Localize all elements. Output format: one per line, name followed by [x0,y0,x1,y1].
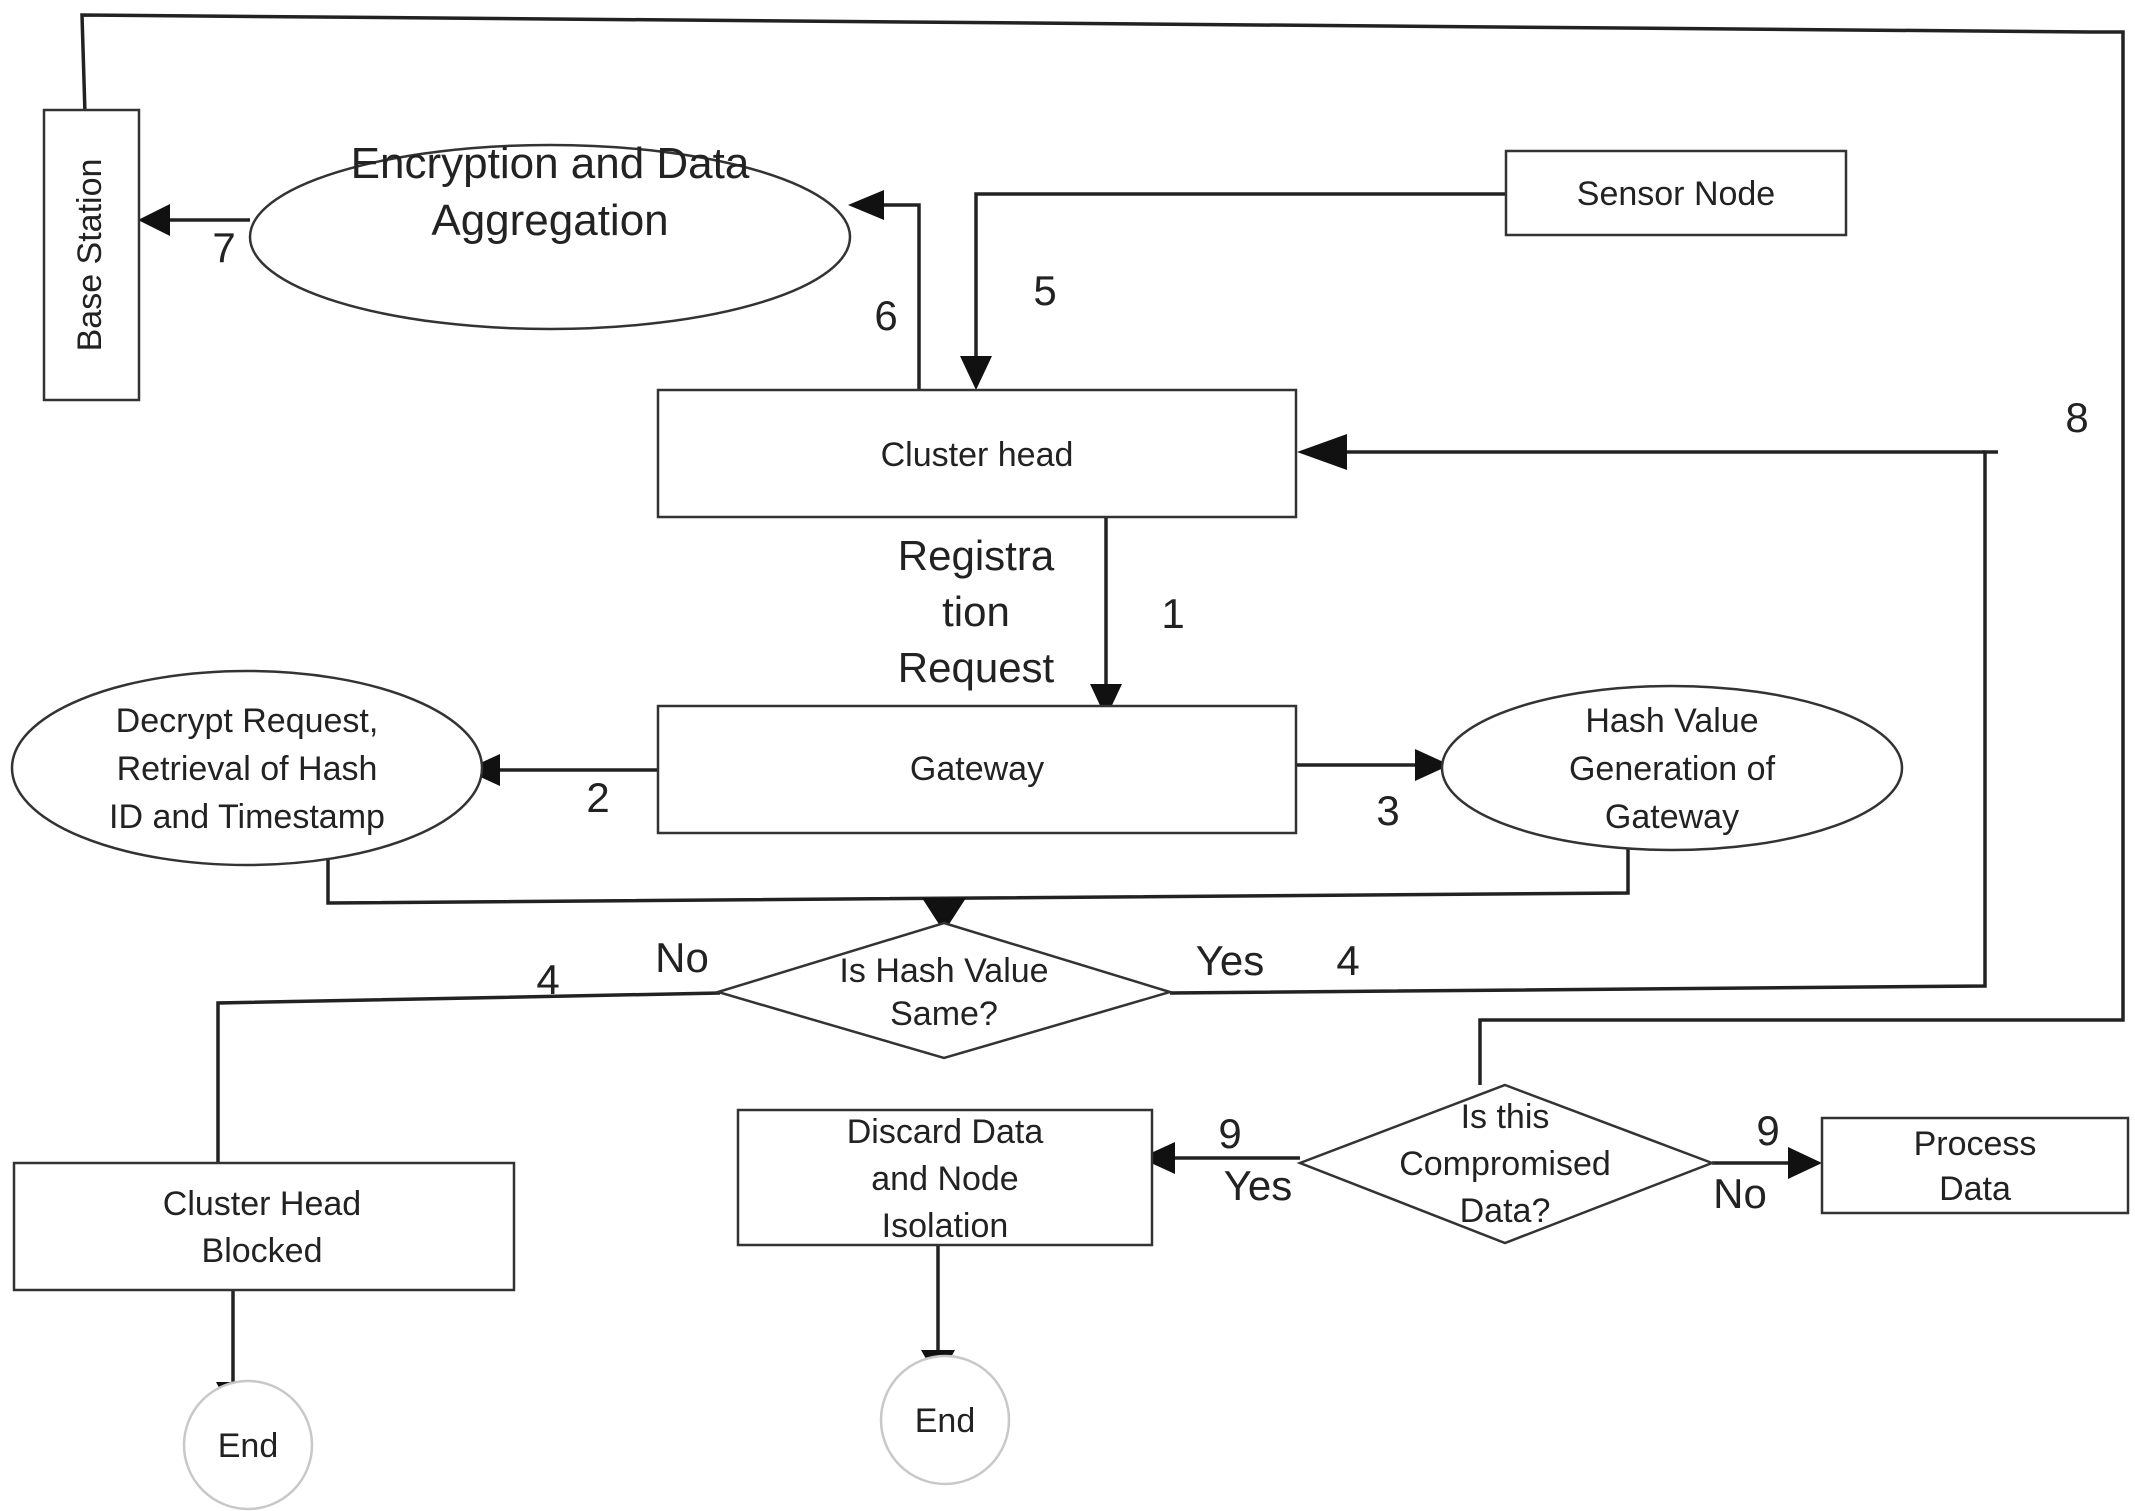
registration-request-line-2: tion [942,588,1010,635]
arrowhead-9-no [1788,1147,1822,1179]
edge-label-5: 5 [1033,267,1056,314]
edge-5-line [974,192,1506,360]
edge-label-8: 8 [2065,394,2088,441]
process-data-label-2: Data [1939,1170,2011,1208]
hash-gen-ellipse [1440,684,1904,852]
end-left-label: End [218,1427,279,1465]
discard-box [736,1108,1154,1247]
end-mid-label: End [915,1402,976,1440]
merge-line [326,838,1630,905]
arrowhead-6 [848,190,884,220]
edge-label-no-comp: No [1713,1170,1767,1217]
encryption-ellipse [248,143,852,331]
edge-label-2: 2 [586,774,609,821]
base-station-box [42,108,141,402]
decision-compromised-diamond [1296,1083,1716,1245]
decrypt-ellipse [10,669,484,867]
registration-request-line-1: Registra [898,532,1055,579]
edge-label-9-yes: 9 [1218,1110,1241,1157]
arrowhead-4-yes [1297,434,1347,470]
edge-label-7: 7 [212,224,235,271]
registration-request-line-3: Request [898,644,1055,691]
decrypt-label-3: ID and Timestamp [109,798,385,836]
discard-label-3: Isolation [882,1207,1009,1245]
arrowhead-9-yes [1140,1142,1175,1174]
cluster-blocked-box [12,1161,516,1292]
encryption-label-1: Encryption and Data [351,139,750,188]
arrowhead-5 [960,356,992,390]
decrypt-label-2: Retrieval of Hash [117,750,378,788]
sensor-node-box [1504,149,1848,237]
decision-compromised-label-3: Data? [1460,1192,1551,1230]
end-circle-mid [879,1354,1011,1486]
arrowhead-merge [922,898,966,932]
edge-label-4-yes: 4 [1336,937,1359,984]
cluster-head-box [656,388,1298,519]
edge-4-yes-line [1169,450,1998,995]
decision-compromised-label-2: Compromised [1399,1145,1611,1183]
decision-hash-diamond [713,921,1175,1060]
edge-8-line [80,13,2125,1085]
edge-label-yes-comp: Yes [1224,1162,1293,1209]
hash-gen-label-3: Gateway [1605,798,1739,836]
sensor-node-label: Sensor Node [1577,175,1775,213]
cluster-blocked-label-1: Cluster Head [163,1185,361,1223]
edge-4-no-line [216,991,721,1168]
edge-label-9-no: 9 [1756,1107,1779,1154]
cluster-head-label: Cluster head [881,436,1074,474]
discard-label-2: and Node [871,1160,1018,1198]
arrowhead-1 [1090,684,1122,718]
encryption-label-2: Aggregation [431,196,668,245]
edge-6-line [880,203,921,390]
hash-gen-label-1: Hash Value [1585,702,1758,740]
process-data-box [1820,1116,2130,1215]
decision-compromised-label-1: Is this [1461,1098,1550,1136]
process-data-label-1: Process [1914,1125,2037,1163]
discard-label-1: Discard Data [847,1113,1044,1151]
gateway-box [656,704,1298,835]
edge-label-4-no: 4 [536,956,559,1003]
edge-label-3: 3 [1376,787,1399,834]
decision-hash-label-2: Same? [890,995,998,1033]
cluster-blocked-label-2: Blocked [202,1232,323,1270]
edge-label-no-hash: No [655,934,709,981]
decrypt-label-1: Decrypt Request, [116,702,379,740]
arrowhead-7 [138,204,170,236]
end-circle-left [182,1379,314,1511]
decision-hash-label-1: Is Hash Value [839,952,1048,990]
gateway-label: Gateway [910,750,1044,788]
hash-gen-label-2: Generation of [1569,750,1776,788]
edge-label-1: 1 [1161,590,1184,637]
arrowhead-3 [1415,749,1450,781]
base-station-label: Base Station [71,159,109,352]
edge-label-yes-hash: Yes [1196,937,1265,984]
edge-label-6: 6 [874,292,897,339]
